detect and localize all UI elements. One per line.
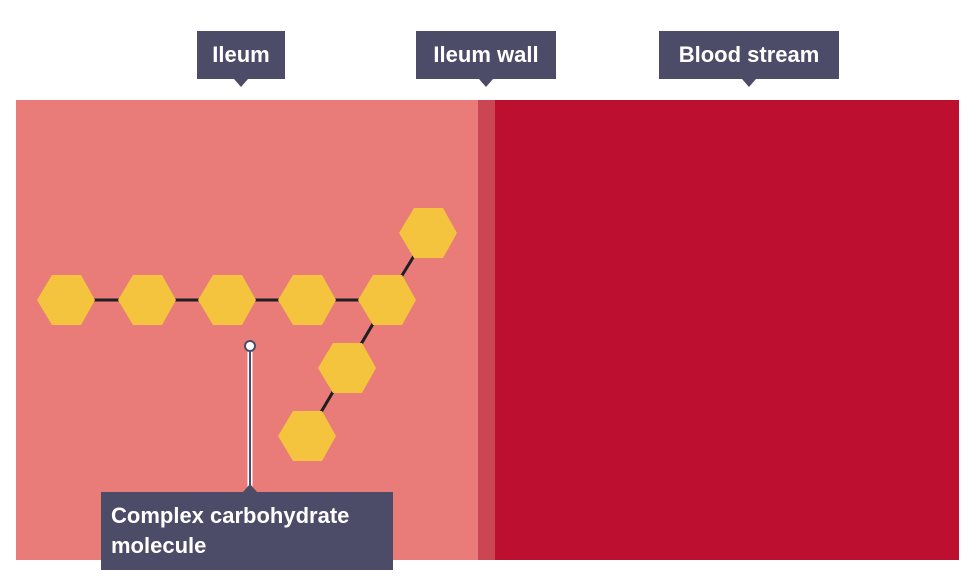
ileum-wall-region [478,100,495,560]
glucose-hexagon [278,275,336,325]
molecule-pointer [244,340,256,492]
molecule-label-text: Complex carbohydrate molecule [111,503,350,558]
glucose-hexagon [278,411,336,461]
glucose-hexagon [37,275,95,325]
ileum-label: Ileum [197,31,285,87]
glucose-hexagon [118,275,176,325]
blood-stream-label: Blood stream [659,31,839,87]
glucose-hexagon [318,343,376,393]
glucose-hexagon [198,275,256,325]
blood-stream-label-text: Blood stream [678,42,820,67]
glucose-hexagon [358,275,416,325]
pointer-dot [244,340,256,352]
glucose-hexagon [399,208,457,258]
glucose-units [37,208,457,461]
ileum-wall-label: Ileum wall [416,31,556,87]
ileum-region [16,100,478,560]
molecule-label: Complex carbohydrate molecule [101,484,393,570]
ileum-label-text: Ileum [212,42,270,67]
blood-stream-region [495,100,959,560]
ileum-wall-label-text: Ileum wall [433,42,539,67]
